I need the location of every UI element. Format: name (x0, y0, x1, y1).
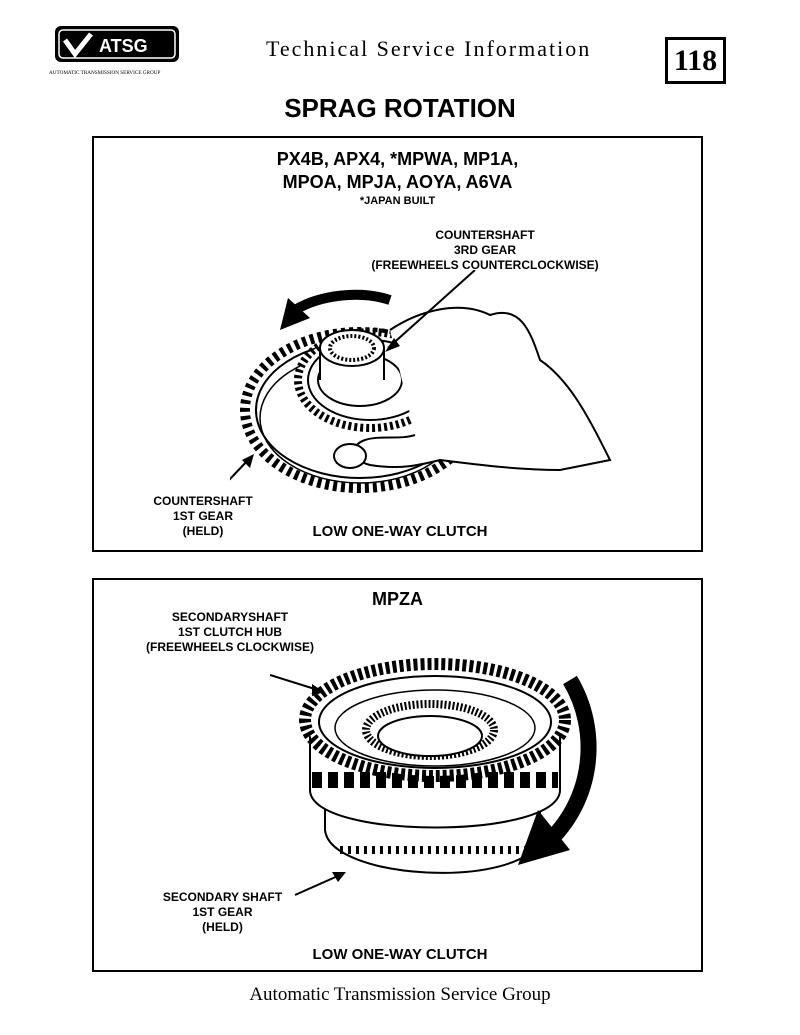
clutch-hub-illustration (270, 658, 597, 896)
logo-ring-text: AUTOMATIC TRANSMISSION SERVICE GROUP (49, 70, 160, 76)
panel1-title-line2: MPOA, MPJA, AOYA, A6VA (282, 172, 513, 192)
panel2-title: MPZA (372, 589, 423, 609)
label-line: (FREEWHEELS CLOCKWISE) (146, 640, 314, 654)
label-line: COUNTERSHAFT (435, 228, 535, 242)
japan-built-note: *JAPAN BUILT (359, 195, 436, 207)
secondaryshaft-clutch-hub-label: SECONDARYSHAFT 1ST CLUTCH HUB (FREEWHEEL… (120, 610, 340, 655)
label-line: (HELD) (202, 920, 243, 934)
label-line: (HELD) (182, 524, 224, 538)
countershaft-1st-gear-label: COUNTERSHAFT 1ST GEAR (HELD) (128, 494, 278, 539)
panel2-caption: LOW ONE-WAY CLUTCH (312, 946, 488, 963)
page-title: SPRAG ROTATION (284, 93, 516, 123)
secondary-shaft-1st-gear-label: SECONDARY SHAFT 1ST GEAR (HELD) (140, 890, 305, 935)
atsg-logo: ATSG AUTOMATIC TRANSMISSION SERVICE GROU… (47, 24, 197, 80)
label-line: 1ST CLUTCH HUB (178, 625, 282, 639)
label-line: 1ST GEAR (192, 905, 253, 919)
label-line: 1ST GEAR (172, 509, 233, 523)
panel-countershaft (92, 136, 703, 552)
label-line: 3RD GEAR (453, 243, 516, 257)
countershaft-3rd-gear-label: COUNTERSHAFT 3RD GEAR (FREEWHEELS COUNTE… (335, 228, 635, 273)
label-line: SECONDARYSHAFT (171, 610, 289, 624)
panel1-title-line1: PX4B, APX4, *MPWA, MP1A, (276, 149, 519, 169)
label-line: COUNTERSHAFT (153, 494, 253, 508)
panel1-caption: LOW ONE-WAY CLUTCH (312, 523, 488, 540)
panel-mpza (92, 578, 703, 972)
atsg-logo-graphic: ATSG AUTOMATIC TRANSMISSION SERVICE GROU… (49, 26, 179, 76)
header-title: Technical Service Information (266, 36, 592, 61)
countershaft-gear-illustration (230, 270, 612, 493)
footer-text: Automatic Transmission Service Group (249, 984, 551, 1005)
page-number: 118 (665, 37, 726, 84)
label-line: SECONDARY SHAFT (162, 890, 283, 904)
logo-text: ATSG (99, 36, 148, 56)
label-line: (FREEWHEELS COUNTERCLOCKWISE) (371, 258, 599, 272)
